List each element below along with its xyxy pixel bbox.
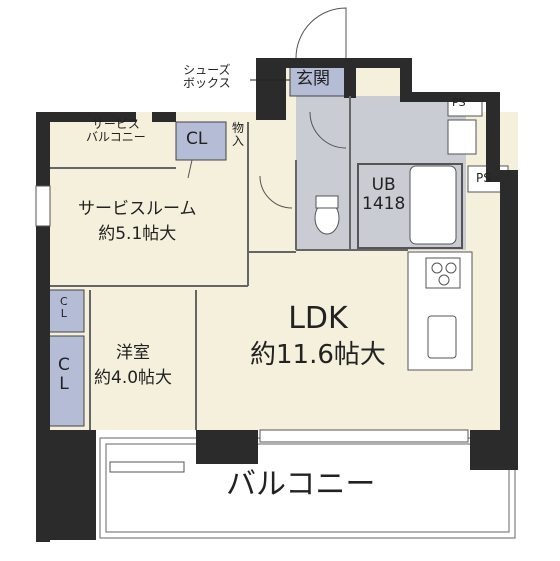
ps-upper-label: PS: [452, 96, 466, 109]
shoes-box-label: シューズ ボックス: [183, 63, 231, 91]
balcony-label: バルコニー: [226, 467, 376, 502]
interior-walls: [50, 96, 408, 430]
closet-large-label: C L: [58, 355, 70, 394]
door-swings: [187, 7, 347, 209]
floor-fills: [48, 60, 518, 430]
western-room-label: 洋室 約4.0帖大: [94, 343, 173, 388]
stove-icon: [425, 257, 461, 289]
service-balcony-label: サービス バルコニー: [86, 117, 146, 145]
ps-right-label: PS: [476, 171, 491, 185]
washbasin-icon: [447, 119, 477, 155]
entrance-label: 玄関: [296, 69, 330, 89]
windows: [35, 185, 469, 473]
service-room-label: サービスルーム 約5.1帖大: [78, 199, 197, 244]
closet-top-label: CL: [186, 129, 208, 149]
bath-label: UB 1418: [362, 175, 406, 214]
storeroom-label: 物 入: [232, 121, 245, 149]
unit-bath-outline: [357, 163, 463, 249]
bathtub-icon: [409, 165, 457, 245]
sink-icon: [427, 315, 457, 359]
closet-small-label: C L: [60, 295, 68, 321]
ldk-label: LDK 約11.6帖大: [250, 301, 386, 370]
